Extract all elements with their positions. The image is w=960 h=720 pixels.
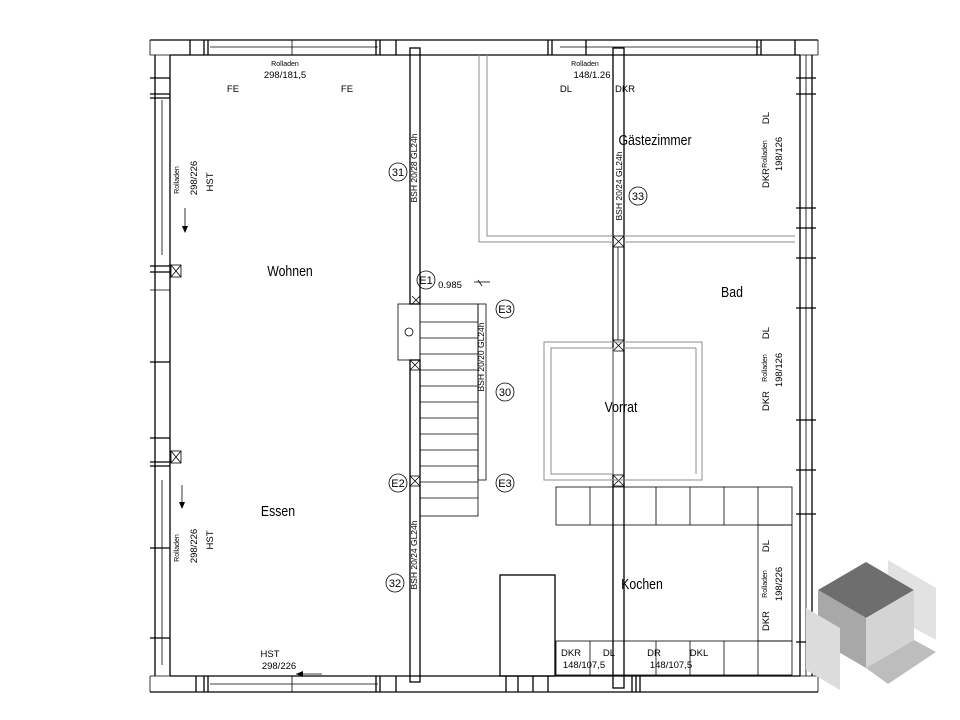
svg-text:DL: DL bbox=[560, 84, 572, 95]
beam-label-31: BSH 20/28 GL24h bbox=[409, 133, 419, 202]
svg-text:Rolladen: Rolladen bbox=[762, 140, 769, 168]
stair-height-label: 0.985 bbox=[438, 280, 462, 291]
svg-text:Rolladen: Rolladen bbox=[762, 570, 769, 598]
kitchen-counters bbox=[499, 486, 793, 677]
beam-label-30: BSH 20/20 GL24h bbox=[476, 322, 486, 391]
interior-outlines bbox=[478, 55, 795, 481]
svg-text:148/107,5: 148/107,5 bbox=[563, 660, 605, 671]
marker-e3-upper: E3 bbox=[495, 299, 515, 319]
svg-text:31: 31 bbox=[392, 167, 404, 179]
svg-text:Rolladen: Rolladen bbox=[762, 354, 769, 382]
window-top-left: Rolladen 298/181,5 FE FE bbox=[227, 61, 353, 95]
room-label-essen: Essen bbox=[261, 503, 295, 519]
window-right-bad: DL Rolladen 198/126 DKR bbox=[761, 327, 785, 411]
beam-label-32: BSH 20/24 GL24h bbox=[409, 520, 419, 589]
staircase bbox=[397, 279, 490, 517]
svg-text:198/226: 198/226 bbox=[774, 567, 785, 601]
svg-text:HST: HST bbox=[205, 172, 216, 191]
window-top-right: Rolladen 148/1.26 DL DKR bbox=[560, 61, 635, 95]
svg-text:DL: DL bbox=[603, 648, 615, 659]
svg-text:298/226: 298/226 bbox=[189, 529, 200, 563]
svg-text:DL: DL bbox=[761, 327, 772, 339]
svg-text:DR: DR bbox=[647, 648, 661, 659]
svg-text:E3: E3 bbox=[498, 478, 511, 490]
beam-label-33: BSH 20/24 GL24h bbox=[614, 151, 624, 220]
svg-text:Rolladen: Rolladen bbox=[174, 166, 181, 194]
svg-text:DL: DL bbox=[761, 112, 772, 124]
room-label-vorrat: Vorrat bbox=[605, 399, 638, 415]
room-label-kochen: Kochen bbox=[621, 576, 663, 592]
marker-e2: E2 bbox=[388, 473, 408, 493]
left-wall-posts bbox=[170, 264, 182, 464]
svg-text:HST: HST bbox=[205, 530, 216, 549]
svg-text:DKR: DKR bbox=[761, 391, 772, 411]
svg-text:148/107,5: 148/107,5 bbox=[650, 660, 692, 671]
marker-e3-lower: E3 bbox=[495, 473, 515, 493]
room-labels: Wohnen Essen Gästezimmer Bad Vorrat Koch… bbox=[261, 132, 743, 592]
svg-text:Rolladen: Rolladen bbox=[571, 61, 599, 68]
svg-text:FE: FE bbox=[341, 84, 353, 95]
svg-text:30: 30 bbox=[499, 387, 511, 399]
window-bottom-mid: DKR 148/107,5 DL bbox=[561, 648, 615, 671]
marker-31: 31 bbox=[388, 162, 408, 182]
svg-text:E3: E3 bbox=[498, 304, 511, 316]
svg-text:E1: E1 bbox=[419, 275, 432, 287]
room-label-wohnen: Wohnen bbox=[267, 263, 313, 279]
svg-text:198/126: 198/126 bbox=[774, 353, 785, 387]
outer-walls bbox=[149, 39, 819, 693]
window-left-lower: Rolladen 298/226 HST bbox=[174, 529, 216, 563]
room-label-bad: Bad bbox=[721, 284, 743, 300]
sliding-door-arrows bbox=[179, 208, 322, 677]
window-right-gaestezimmer: DL Rolladen 198/126 DKR bbox=[761, 112, 785, 188]
svg-text:32: 32 bbox=[389, 578, 401, 590]
marker-e1: E1 bbox=[416, 270, 436, 290]
svg-text:DL: DL bbox=[761, 540, 772, 552]
svg-text:DKR: DKR bbox=[761, 611, 772, 631]
svg-text:FE: FE bbox=[227, 84, 239, 95]
svg-text:148/1.26: 148/1.26 bbox=[574, 70, 611, 81]
beam-labels: BSH 20/28 GL24h BSH 20/24 GL24h BSH 20/2… bbox=[409, 133, 624, 589]
room-label-gaestezimmer: Gästezimmer bbox=[619, 132, 692, 148]
svg-text:DKL: DKL bbox=[690, 648, 708, 659]
window-bottom-left: HST 298/226 bbox=[261, 649, 297, 672]
svg-text:298/226: 298/226 bbox=[262, 661, 296, 672]
svg-text:DKR: DKR bbox=[615, 84, 635, 95]
marker-30: 30 bbox=[495, 382, 515, 402]
window-left-upper: Rolladen 298/226 HST bbox=[174, 161, 216, 195]
svg-text:Rolladen: Rolladen bbox=[271, 61, 299, 68]
marker-32: 32 bbox=[385, 573, 405, 593]
svg-text:DKR: DKR bbox=[761, 168, 772, 188]
svg-text:DKR: DKR bbox=[561, 648, 581, 659]
svg-text:HST: HST bbox=[261, 649, 280, 660]
svg-text:33: 33 bbox=[632, 191, 644, 203]
window-right-kochen: DL Rolladen 198/226 DKR bbox=[761, 540, 785, 631]
svg-text:E2: E2 bbox=[391, 478, 404, 490]
watermark-logo bbox=[806, 560, 936, 690]
svg-text:198/126: 198/126 bbox=[774, 137, 785, 171]
svg-text:298/226: 298/226 bbox=[189, 161, 200, 195]
svg-text:298/181,5: 298/181,5 bbox=[264, 70, 306, 81]
svg-text:Rolladen: Rolladen bbox=[174, 534, 181, 562]
window-bottom-right: DR DKL 148/107,5 bbox=[647, 648, 708, 671]
marker-33: 33 bbox=[628, 186, 648, 206]
wall-ticks bbox=[150, 40, 816, 692]
